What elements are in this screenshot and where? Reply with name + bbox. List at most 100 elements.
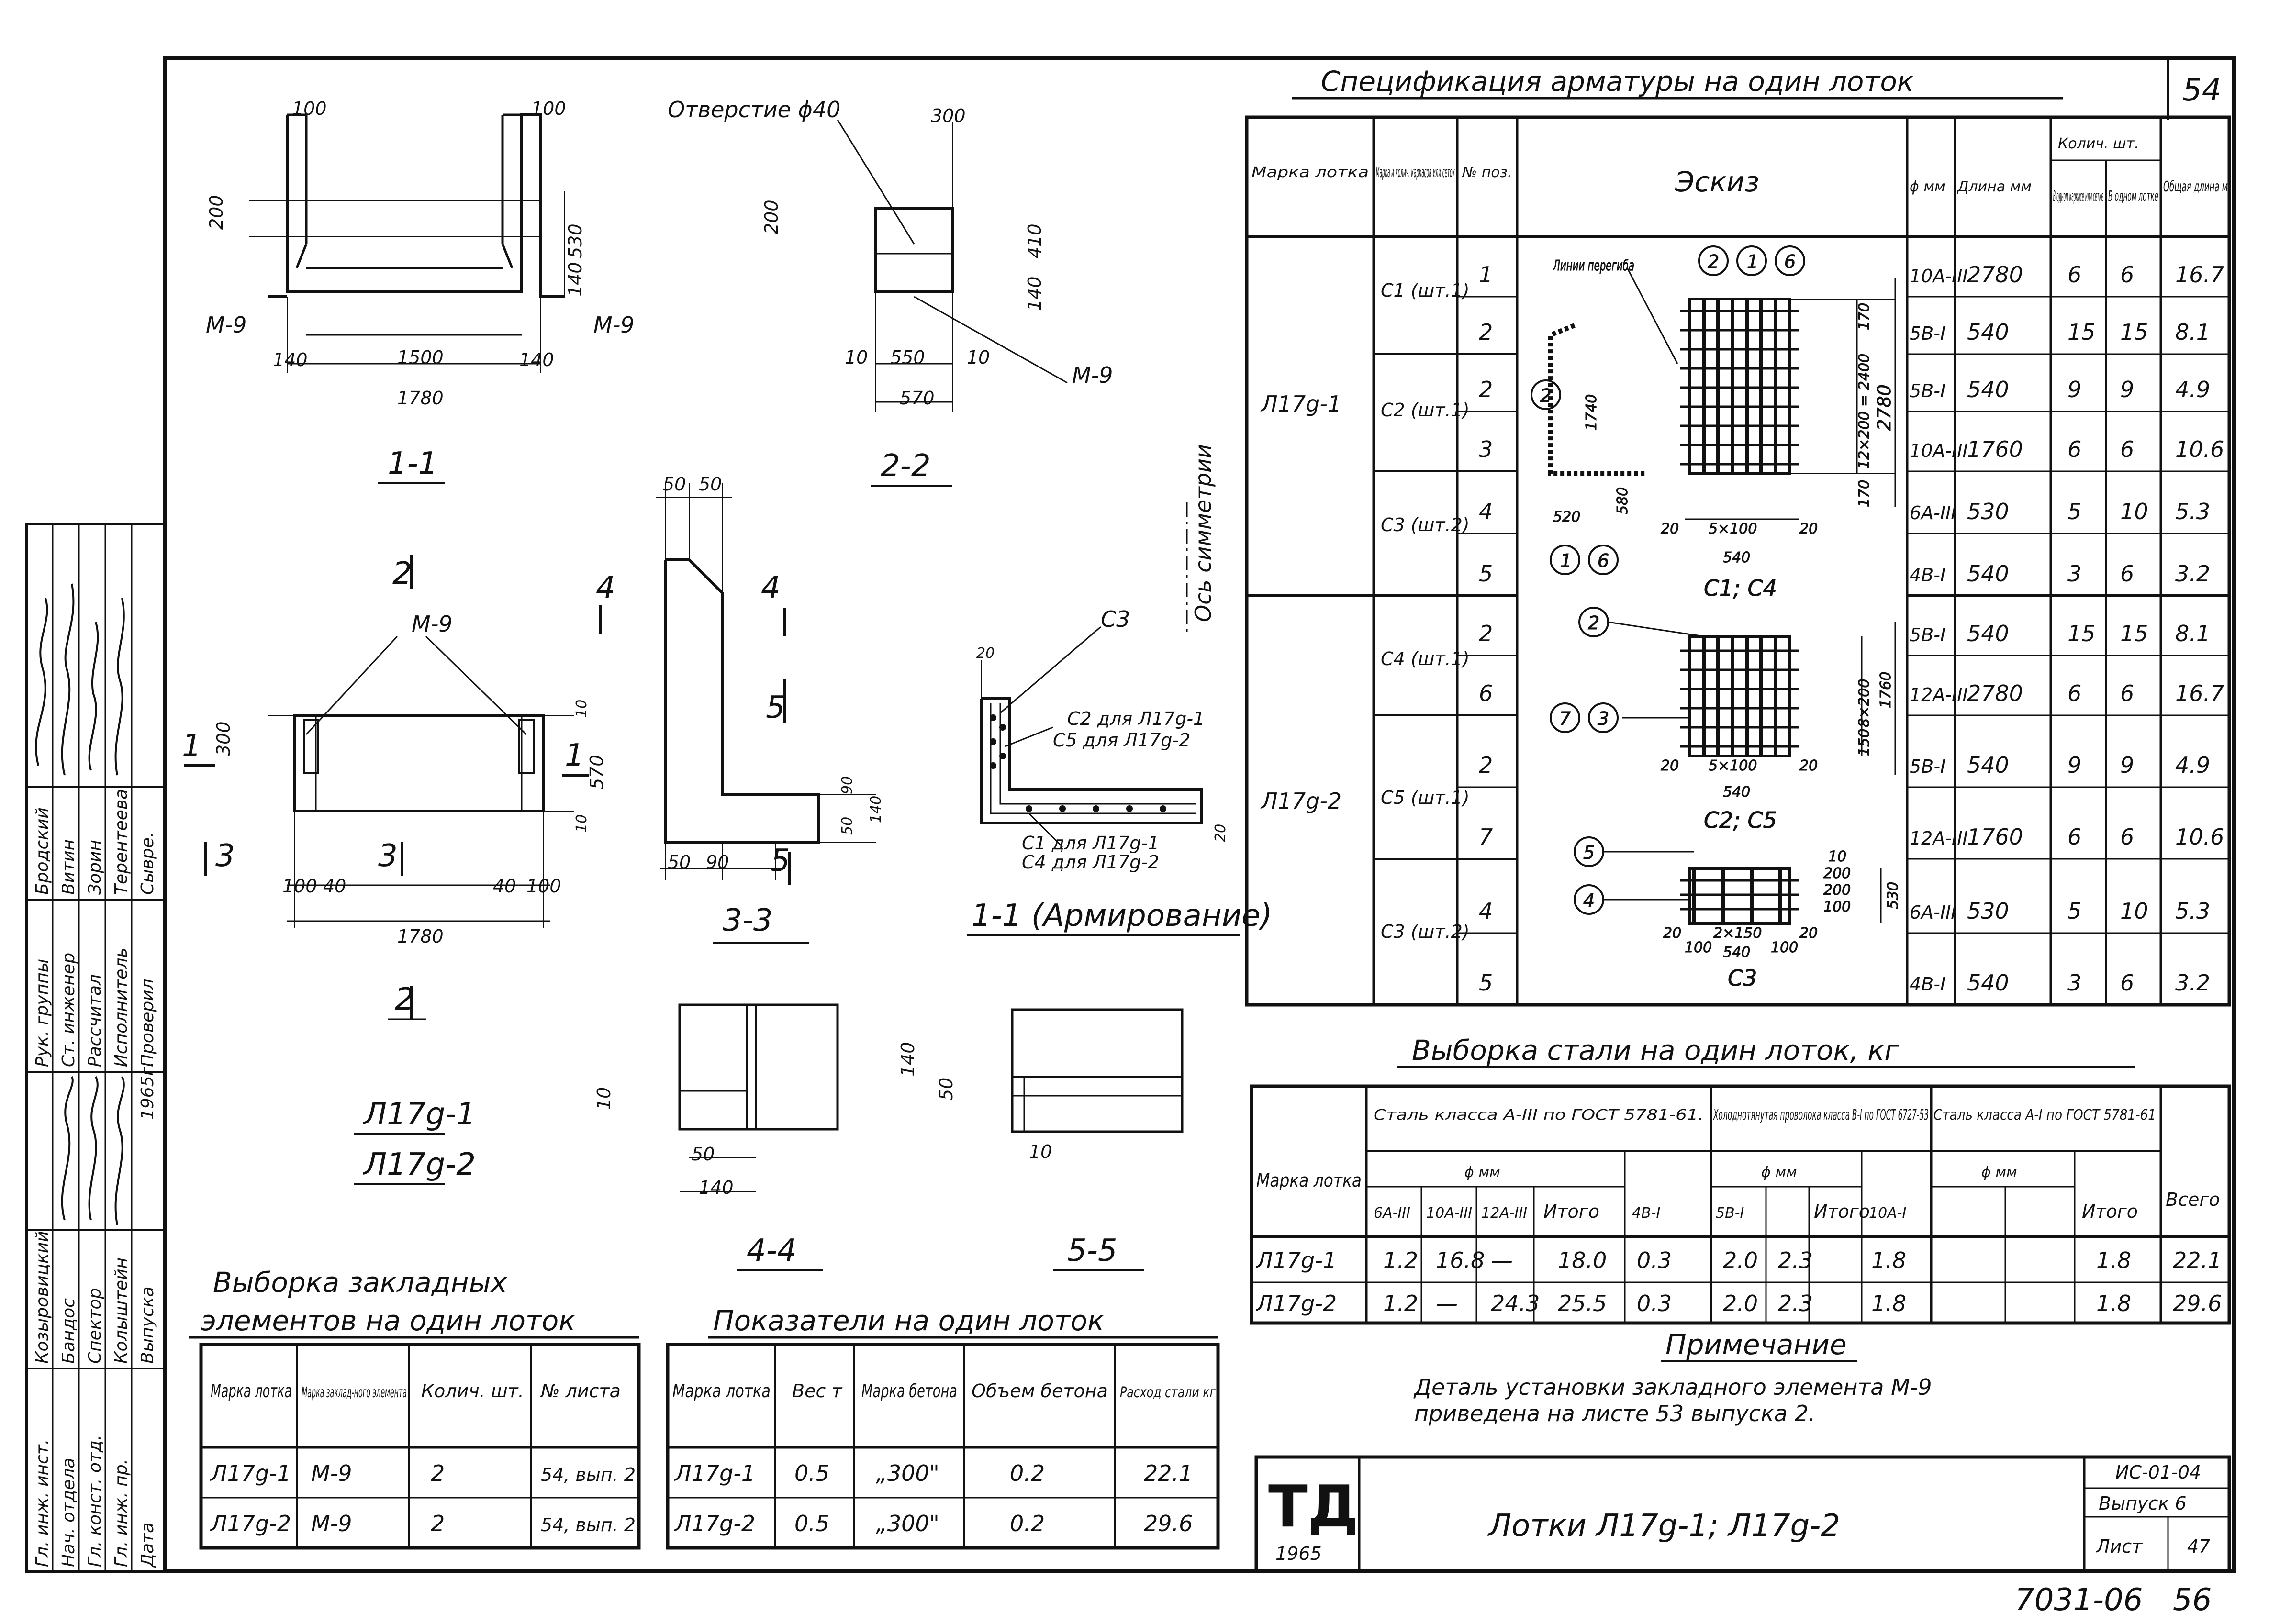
steel-h-t1: Итого	[1543, 1201, 1599, 1222]
role-3: Гл. конст. отд.	[85, 1435, 105, 1567]
ind-h-steel: Расход стали кг	[1120, 1384, 1216, 1401]
cut-2-top: 2	[392, 556, 412, 591]
steel-cell-all: 22.1	[2173, 1247, 2222, 1273]
title-block: ТД 1965 Лотки Л17g-1; Л17g-2 ИС-01-04 Вы…	[1254, 1455, 2231, 1573]
spec-cell-len: 530	[1967, 898, 2009, 924]
spec-title: Спецификация арматуры на один лоток	[1321, 65, 1914, 98]
steel-cell-t2: 2.3	[1778, 1290, 1813, 1316]
spec-cell-q2: 15	[2120, 319, 2148, 345]
signature-scribble-7	[114, 1076, 125, 1225]
spec-cell-total: 4.9	[2175, 377, 2210, 402]
spec-cell-q1: 3	[2067, 970, 2081, 996]
steel-cell-v6: 1.2	[1383, 1247, 1418, 1273]
embedded-cell: М-9	[311, 1460, 352, 1486]
spec-cell-len: 540	[1967, 621, 2009, 646]
emb-h-elem: Марка заклад-ного элемента	[302, 1384, 407, 1401]
view-1-1-armature: 20 С3 С2 для Л17g-1 С5 для Л17g-2 С1 для…	[967, 606, 1273, 936]
spec-cell-pos: 6	[1479, 680, 1493, 706]
sk-call-2a: 2	[1708, 251, 1719, 272]
spec-cell-dia: 4В-I	[1910, 565, 1945, 586]
indicators-cell: 22.1	[1144, 1460, 1193, 1486]
spec-cell-total: 16.7	[2175, 262, 2224, 288]
emb-h-sheet: № листа	[540, 1380, 621, 1402]
embedded-cell: 54, вып. 2	[541, 1464, 636, 1485]
spec-mesh-c1: С1 (шт.1)	[1381, 280, 1470, 301]
sk-c3-d530: 530	[1885, 882, 1901, 909]
steel-cell-t1: 18.0	[1558, 1247, 1607, 1273]
steel-h-grand: Всего	[2166, 1189, 2220, 1210]
indicators-cell: Л17g-1	[674, 1460, 755, 1486]
spec-header-qty-tray: В одном лотке	[2108, 188, 2158, 205]
steel-h-b1: Холоднотянутая проволока класса В-I по Г…	[1713, 1107, 1929, 1123]
spec-cell-q2: 6	[2120, 436, 2134, 462]
v22-hole: Отверстие ϕ40	[668, 97, 840, 122]
role-5: Дата	[138, 1523, 157, 1568]
sk-c3: С3	[1728, 965, 1757, 991]
v11a-c5: С5 для Л17g-2	[1053, 730, 1190, 751]
v22-d550: 550	[890, 347, 925, 368]
spec-mark-2: Л17g-2	[1260, 788, 1341, 814]
spec-cell-dia: 5В-I	[1910, 380, 1945, 401]
sk-d12x200: 12×200 = 2400	[1856, 354, 1873, 469]
steel-h-mark: Марка лотка	[1256, 1170, 1362, 1191]
role2-4: Исполнитель	[112, 947, 131, 1067]
spec-cell-q2: 10	[2120, 898, 2148, 924]
signature-scribble-6	[88, 1076, 99, 1221]
spec-cell-q1: 15	[2067, 621, 2096, 646]
v22-d200: 200	[761, 200, 782, 234]
spec-cell-len: 540	[1967, 319, 2009, 345]
name-1: Козыровицкий	[33, 1231, 52, 1364]
sk-d580: 580	[1614, 487, 1631, 514]
spec-cell-q1: 15	[2067, 319, 2096, 345]
v44-d50: 50	[692, 1144, 715, 1165]
spec-cell-q1: 3	[2067, 561, 2081, 587]
v33-d50c: 50	[668, 852, 691, 873]
v33-d50b: 50	[699, 474, 722, 495]
steel-cell-v10a: 1.8	[1871, 1247, 1906, 1273]
sk-call-6a: 6	[1784, 251, 1796, 272]
signature-scribble-2	[61, 583, 75, 776]
sk-c3-d20b: 20	[1799, 925, 1818, 942]
spec-cell-dia: 5В-I	[1910, 323, 1945, 344]
steel-h-c4b: 4В-I	[1632, 1205, 1660, 1222]
spec-header-total: Общая длина м	[2163, 178, 2228, 195]
sk-c3-d10: 10	[1828, 848, 1846, 865]
spec-mesh-c2: С2 (шт.1)	[1381, 400, 1470, 421]
spec-mesh-c4: С4 (шт.1)	[1381, 648, 1470, 669]
logo: ТД	[1268, 1474, 1359, 1540]
v33-d50d: 50	[839, 817, 856, 835]
steel-cell-t3: 1.8	[2096, 1290, 2131, 1316]
cut-5-top: 5	[766, 690, 785, 725]
plan-d100a: 100	[282, 876, 317, 897]
steel-h-a3: Сталь класса А-III по ГОСТ 5781-61.	[1374, 1107, 1704, 1123]
v55-d50: 50	[936, 1078, 957, 1101]
plan-d100b: 100	[526, 876, 561, 897]
view-2-2: Отверстие ϕ40 300 200 410 140 10 550 10 …	[668, 97, 1113, 487]
steel-h-dia1: ϕ мм	[1464, 1164, 1500, 1181]
steel-h-t3: Итого	[2082, 1201, 2138, 1222]
indicators-cell: 0.5	[794, 1511, 829, 1536]
mesh-c1c4-sketch	[1548, 267, 1896, 520]
sk-d1760: 1760	[1878, 672, 1894, 708]
view-3-3: 50 50 50 90 50 90 140 4 4 5 5 3-3	[596, 474, 884, 944]
cut-1-right: 1	[565, 738, 584, 773]
cut-5-bot: 5	[771, 843, 790, 879]
steel-cell-mark: Л17g-1	[1255, 1247, 1337, 1273]
sk-c3-d100: 100	[1823, 899, 1851, 915]
sk-d170a: 170	[1856, 303, 1873, 330]
spec-cell-total: 5.3	[2175, 499, 2210, 524]
v33-d90b: 90	[839, 776, 856, 794]
spec-cell-q1: 6	[2067, 680, 2081, 706]
spec-cell-dia: 10А-III	[1910, 440, 1968, 461]
steel-h-dia3: ϕ мм	[1981, 1164, 2017, 1181]
emb-h-qty: Колич. шт.	[421, 1380, 524, 1402]
steel-title: Выборка стали на один лоток, кг	[1412, 1034, 1899, 1067]
drawing-title: Лотки Л17g-1; Л17g-2	[1487, 1508, 1840, 1544]
v11-m9b: М-9	[593, 312, 635, 338]
spec-cell-q1: 9	[2067, 752, 2081, 778]
signature-scribble-4	[114, 598, 125, 776]
v22-title: 2-2	[881, 448, 931, 484]
mesh-c2c5-sketch	[1608, 621, 1896, 775]
v33-d90a: 90	[706, 852, 729, 873]
